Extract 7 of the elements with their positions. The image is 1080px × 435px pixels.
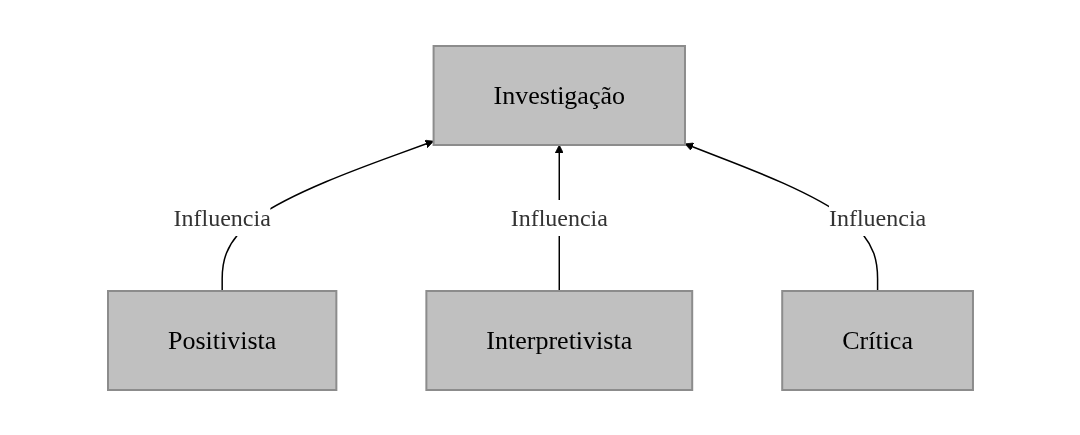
node-box: Positivista xyxy=(106,289,337,391)
node-box: Crítica xyxy=(780,289,974,391)
node-box: Interpretivista xyxy=(424,289,693,391)
edge-label: Influencia xyxy=(173,204,271,231)
edge-label: Influencia xyxy=(828,204,926,231)
node-box: Investigação xyxy=(432,44,686,146)
edge-label: Influencia xyxy=(510,204,608,231)
